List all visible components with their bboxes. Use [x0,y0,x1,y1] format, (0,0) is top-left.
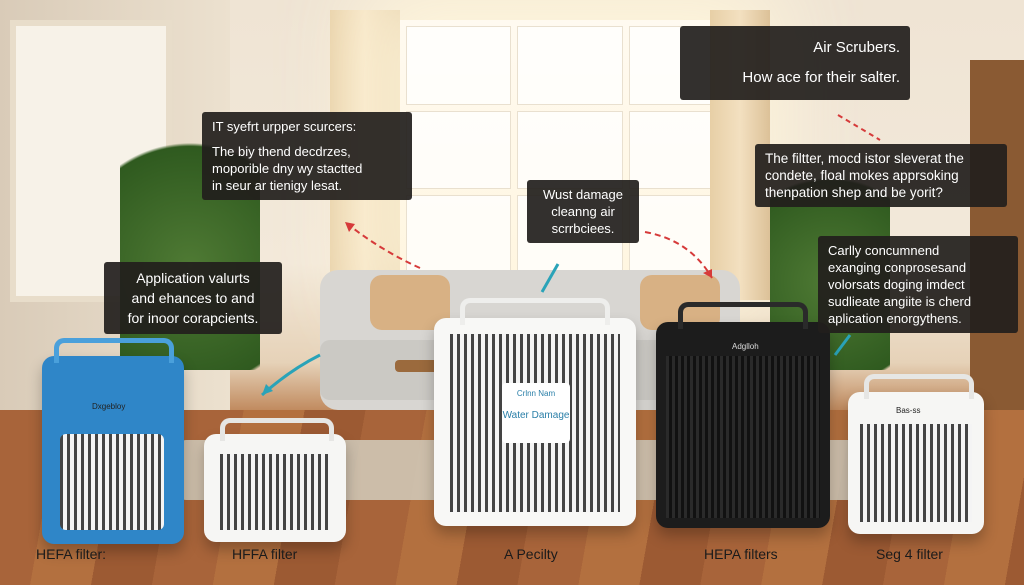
callout-line: The biy thend decdrzes, [212,144,351,159]
caption-center: A Pecilty [504,546,558,562]
callout-line: How ace for their salter. [742,69,900,86]
callout-line: Application valurts [136,270,250,286]
callout-line: for inoor corapcients. [127,310,259,326]
arrow-red [837,114,881,141]
callout-line: in seur ar tienigy lesat. [212,178,343,193]
blue-air-scrubber: Dxgebloy [42,338,184,544]
arrow-red [644,231,713,279]
center-white-scrubber: Crlnn Nam Water Damage [434,298,636,526]
water-damage-label: Crlnn Nam Water Damage [502,383,570,443]
callout-top-left: IT syefrt urpper scurcers: The biy thend… [202,112,412,200]
callout-line: scrrbciees. [551,221,615,236]
callout-line: condete, floal mokes apprsoking [765,168,959,183]
arrow-head [345,222,355,232]
brand-label: Bas-ss [896,406,921,415]
caption-blue: HEFA filter: [36,546,107,562]
arrow-teal [833,334,852,356]
arrow-teal [540,263,560,293]
callout-line: aplication enorgythens. [828,311,962,326]
brand-label: Adglloh [732,342,759,351]
right-white-scrubber: Bas-ss [848,374,984,534]
label-text: Water Damage [502,410,570,421]
callout-right-upper: The filtter, mocd istor sleverat the con… [755,144,1007,207]
black-hepa-scrubber: Adglloh [656,302,830,528]
arrow-head [262,384,273,395]
caption-right: Seg 4 filter [876,546,943,562]
callout-center: Wust damage cleanng air scrrbciees. [527,180,639,243]
callout-right-lower: Carlly concumnend exanging conprosesand … [818,236,1018,333]
small-white-scrubber [204,418,346,542]
callout-line: sudlieate angiite is cherd [828,294,972,309]
callout-line: Carlly concumnend [828,243,940,258]
callout-line: volorsats doging imdect [828,277,965,292]
callout-line: exanging conprosesand [828,260,967,275]
caption-small-white: HFFA filter [232,546,298,562]
callout-line: Wust damage [543,187,623,202]
callout-line: thenpation shep and be yorit? [765,185,943,200]
caption-black: HEPA filters [704,546,778,562]
callout-line: and ehances to and [131,290,255,306]
logo-text: Crlnn Nam [516,389,556,398]
callout-line: cleanng air [551,204,615,219]
arrow-red [344,221,421,269]
callout-line: The filtter, mocd istor sleverat the [765,151,964,166]
callout-line: IT syefrt urpper scurcers: [212,119,357,134]
brand-label: Dxgebloy [92,402,126,411]
callout-line: Air Scrubers. [813,39,900,56]
arrow-head [703,269,712,278]
callout-top-right: Air Scrubers. How ace for their salter. [680,26,910,100]
callout-line: moporible dny wy stactted [212,161,363,176]
callout-middle-left: Application valurts and ehances to and f… [104,262,282,334]
